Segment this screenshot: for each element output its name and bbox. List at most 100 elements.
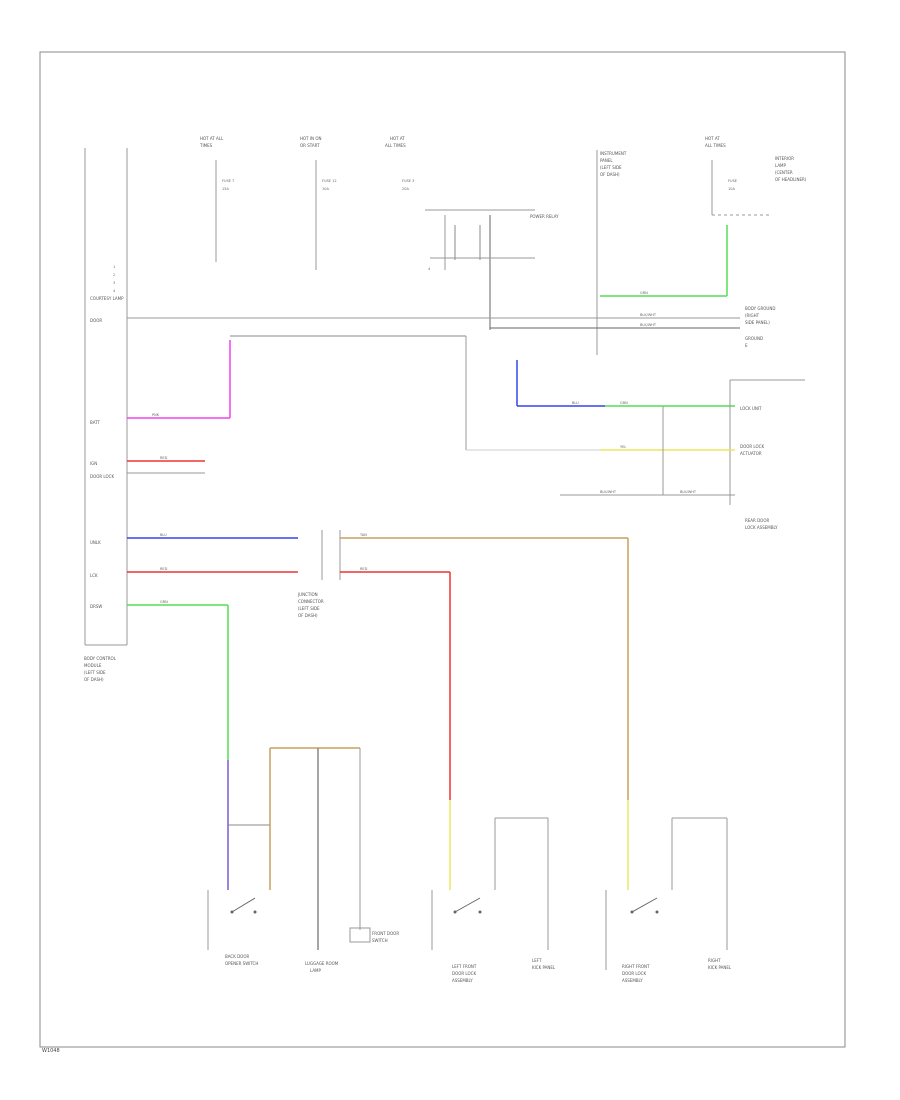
module-pin-lck: LCK xyxy=(90,573,98,578)
diagram-frame xyxy=(39,51,846,1048)
module-label-4: OF DASH) xyxy=(84,677,104,682)
fuse-3: HOT AT ALL TIMES FUSE 3 20A xyxy=(385,136,535,211)
switch-right-front xyxy=(605,890,659,970)
wire-yellow-right: YEL xyxy=(466,406,735,495)
svg-text:ACTUATOR: ACTUATOR xyxy=(740,451,762,456)
interior-lamp-note: INTERIOR LAMP (CENTER OF HEADLINER) xyxy=(775,156,807,182)
switch-left-front xyxy=(431,890,482,950)
svg-text:3: 3 xyxy=(113,281,115,285)
svg-text:E: E xyxy=(745,343,748,348)
svg-text:HOT AT ALL: HOT AT ALL xyxy=(200,136,224,141)
svg-text:RED: RED xyxy=(160,456,168,460)
svg-text:SWITCH: SWITCH xyxy=(372,938,388,943)
wire-red-ign: RED xyxy=(127,456,205,474)
svg-text:YEL: YEL xyxy=(620,445,626,449)
svg-text:DOOR LOCK: DOOR LOCK xyxy=(622,971,646,976)
svg-text:KICK PANEL: KICK PANEL xyxy=(708,965,732,970)
svg-text:OPENER SWITCH: OPENER SWITCH xyxy=(225,961,258,966)
wire-green-drsw: GRN xyxy=(127,600,270,890)
svg-text:LUGGAGE ROOM: LUGGAGE ROOM xyxy=(305,961,339,966)
svg-text:HOT AT: HOT AT xyxy=(705,136,720,141)
svg-text:RIGHT FRONT: RIGHT FRONT xyxy=(622,964,650,969)
bottom-label-right-front-lock: RIGHT FRONT DOOR LOCK ASSEMBLY xyxy=(622,964,650,983)
module-pin-ign: IGN xyxy=(90,461,97,466)
svg-text:LAMP: LAMP xyxy=(775,163,787,168)
switch-back-door xyxy=(207,890,257,950)
module-pin-drsw: DRSW xyxy=(90,604,102,609)
svg-text:REAR DOOR: REAR DOOR xyxy=(745,518,769,523)
svg-text:10A: 10A xyxy=(322,187,329,191)
module-pin-lock: DOOR LOCK xyxy=(90,474,114,479)
module-pin-door: DOOR xyxy=(90,318,102,323)
module-label-1: BODY CONTROL xyxy=(84,656,117,661)
bottom-label-left-front-lock: LEFT FRONT DOOR LOCK ASSEMBLY xyxy=(452,964,477,983)
svg-text:GRN: GRN xyxy=(160,600,168,604)
svg-text:HOT IN ON: HOT IN ON xyxy=(300,136,321,141)
bottom-label-back-door-switch: BACK DOOR OPENER SWITCH xyxy=(225,954,258,966)
wire-blue-unlk: BLU xyxy=(127,533,298,539)
svg-text:ASSEMBLY: ASSEMBLY xyxy=(622,978,643,983)
svg-text:OF DASH): OF DASH) xyxy=(600,172,620,177)
svg-text:FUSE 12: FUSE 12 xyxy=(322,179,337,183)
wire-tan-bottom xyxy=(269,747,361,950)
svg-text:PANEL: PANEL xyxy=(600,158,613,163)
svg-text:15A: 15A xyxy=(222,187,229,191)
svg-text:LOCK UNIT: LOCK UNIT xyxy=(740,406,762,411)
svg-text:GRN: GRN xyxy=(640,291,648,295)
svg-text:BACK DOOR: BACK DOOR xyxy=(225,954,249,959)
svg-text:JUNCTION: JUNCTION xyxy=(297,592,318,597)
bottom-label-front-door-switch: FRONT DOOR SWITCH xyxy=(372,931,399,943)
ground-note: INSTRUMENT PANEL (LEFT SIDE OF DASH) xyxy=(596,150,627,355)
wire-blue-lock-unit: BLU GRN xyxy=(516,360,735,407)
wire-green-top: GRN xyxy=(600,225,728,297)
svg-text:RIGHT: RIGHT xyxy=(708,958,721,963)
svg-text:LAMP: LAMP xyxy=(310,968,322,973)
module-label-3: (LEFT SIDE xyxy=(84,670,106,675)
svg-text:INSTRUMENT: INSTRUMENT xyxy=(600,151,627,156)
svg-text:ALL TIMES: ALL TIMES xyxy=(705,143,726,148)
svg-text:10A: 10A xyxy=(728,187,735,191)
wire-left-kick xyxy=(494,817,549,950)
svg-text:LEFT FRONT: LEFT FRONT xyxy=(452,964,477,969)
svg-text:TAN: TAN xyxy=(359,533,367,537)
module-pin-batt: BATT xyxy=(90,420,101,425)
wire-tan-right: TAN xyxy=(340,533,629,890)
svg-text:OF DASH): OF DASH) xyxy=(298,613,318,618)
svg-text:KICK PANEL: KICK PANEL xyxy=(532,965,556,970)
svg-text:POWER RELAY: POWER RELAY xyxy=(530,214,559,219)
svg-text:OR START: OR START xyxy=(300,143,320,148)
module-pin-courtesy: COURTESY LAMP xyxy=(90,296,124,301)
svg-text:ASSEMBLY: ASSEMBLY xyxy=(452,978,473,983)
svg-text:LEFT: LEFT xyxy=(532,958,542,963)
svg-text:(CENTER: (CENTER xyxy=(775,170,793,175)
wire-gray-door: BLK/WHT BLK/WHT xyxy=(127,313,740,329)
svg-text:PNK: PNK xyxy=(152,413,160,417)
svg-text:GRN: GRN xyxy=(620,401,628,405)
svg-text:OF HEADLINER): OF HEADLINER) xyxy=(775,177,807,182)
svg-text:(LEFT SIDE: (LEFT SIDE xyxy=(600,165,622,170)
body-ground-label: BODY GROUND (RIGHT SIDE PANEL) GROUND E xyxy=(745,306,775,348)
bottom-label-luggage-lamp: LUGGAGE ROOM LAMP xyxy=(305,961,339,973)
fuse-1: HOT AT ALL TIMES FUSE 7 15A xyxy=(199,136,234,262)
wire-right-kick xyxy=(671,817,728,950)
svg-text:1: 1 xyxy=(113,265,115,269)
svg-text:(RIGHT: (RIGHT xyxy=(745,313,760,318)
luggage-lamp-symbol xyxy=(349,927,371,943)
bottom-label-left-kick: LEFT KICK PANEL xyxy=(532,958,556,970)
svg-text:INTERIOR: INTERIOR xyxy=(775,156,794,161)
svg-text:DOOR LOCK: DOOR LOCK xyxy=(740,444,764,449)
svg-text:4: 4 xyxy=(428,267,431,271)
svg-text:HOT AT: HOT AT xyxy=(390,136,405,141)
svg-text:RED: RED xyxy=(160,567,168,571)
svg-text:BLK/WHT: BLK/WHT xyxy=(640,313,657,317)
svg-text:2: 2 xyxy=(113,273,115,277)
fuse-2: HOT IN ON OR START FUSE 12 10A xyxy=(300,136,337,270)
power-relay: POWER RELAY 4 xyxy=(428,214,559,330)
svg-text:GROUND: GROUND xyxy=(745,336,763,341)
wire-pink-batt: PNK xyxy=(127,335,467,450)
fuse-4: HOT AT ALL TIMES FUSE 10A xyxy=(705,136,770,216)
svg-text:FUSE: FUSE xyxy=(728,179,737,183)
svg-text:BLK/WHT: BLK/WHT xyxy=(680,490,697,494)
svg-text:ALL TIMES: ALL TIMES xyxy=(385,143,406,148)
